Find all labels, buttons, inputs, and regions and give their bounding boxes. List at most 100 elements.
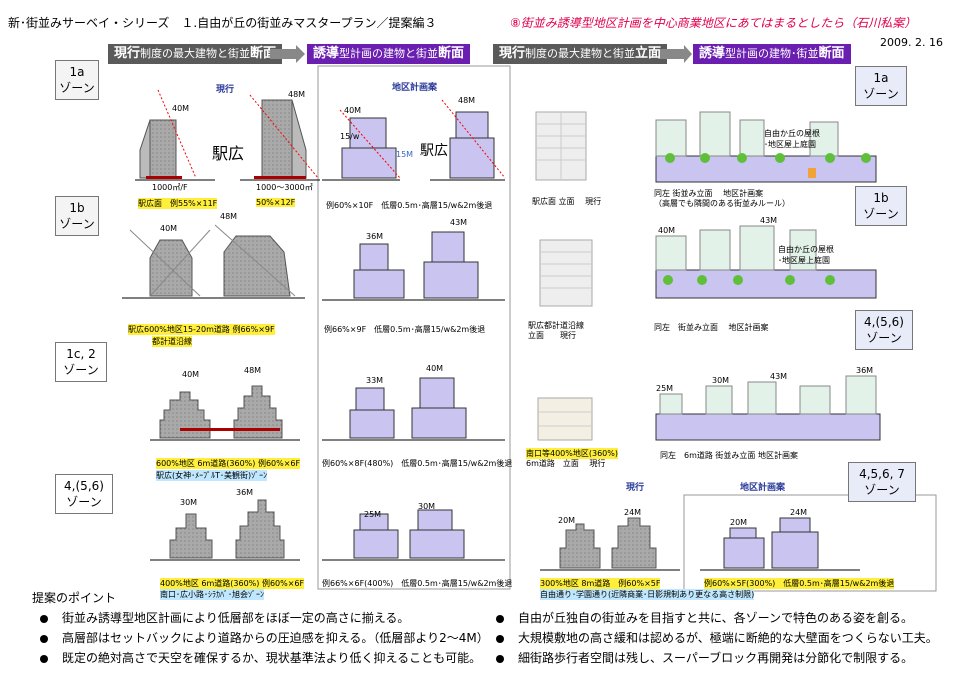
caption: 例60%×10F 低層0.5m･高層15/w&2m後退 (326, 201, 493, 210)
height-label: 30M (712, 376, 730, 385)
height-label: 40M (172, 104, 190, 113)
row-1b-current (122, 224, 305, 299)
caption: 例66%×6F(400%) 低層0.5m･高層15/w&2m後退 (322, 579, 513, 588)
row-4-guided (322, 509, 505, 561)
zone-4-right: 4,(5,6) ゾーン (855, 310, 913, 350)
height-label: 40M (658, 226, 676, 235)
elevation-current-1a (535, 111, 587, 181)
caption: 南口等400%地区(360%) (526, 448, 618, 459)
row-1c-current (150, 385, 300, 441)
caption: 同左 街並み立面 地区計画案 (654, 189, 764, 198)
row-1b-guided (322, 231, 505, 301)
station-plaza-label: 駅広 (212, 144, 245, 163)
elevation-guided-4 (655, 375, 881, 441)
row-1c-guided (322, 377, 505, 441)
caption: （高層でも隣間のある街並みルール） (654, 199, 790, 208)
height-label: 25M (364, 510, 382, 519)
area-label: 1000㎡/F (152, 183, 188, 192)
height-label: 36M (236, 488, 254, 497)
height-label: 36M (366, 232, 384, 241)
zone-1a-right: 1a ゾーン (855, 66, 907, 106)
height-label: 40M (344, 106, 362, 115)
height-label: 43M (760, 216, 778, 225)
point-right-3: 細街路歩行者空間は残し、スーパーブロック再開発は分節化で制限する。 (496, 649, 913, 666)
height-label: 48M (220, 212, 238, 221)
height-label: 24M (790, 508, 808, 517)
caption: 自由通り･学園通り(近隣商業･日影規制あり更なる高さ制限) (540, 589, 755, 600)
header-guided-section: 誘導型計画の建物と街並断面 (307, 44, 471, 64)
caption: 例66%×9F 低層0.5m･高層15/w&2m後退 (324, 325, 486, 334)
caption: 駅広600%地区15-20m道路 例66%×9F (128, 324, 275, 335)
point-right-1: 自由が丘独自の街並みを目指すと共に、各ゾーンで特色のある姿を創る。 (496, 609, 913, 626)
height-label: 24M (624, 508, 642, 517)
point-left-2: 高層部はセットバックにより道路からの圧迫感を抑える。（低層部より2～4M） (40, 629, 489, 646)
station-plaza-label-2: 駅広 (420, 143, 448, 159)
elevation-current-1c (537, 397, 593, 441)
zone-1b-right: 1b ゾーン (855, 186, 907, 226)
height-label: 30M (180, 498, 198, 507)
roof-garden-label-2: 自由か丘の屋根 ･地区屋上庭園 (778, 245, 834, 265)
point-left-1: 街並み誘導型地区計画により低層部をほぼ一定の高さに揃える。 (40, 609, 409, 626)
zone-1b-left: 1b ゾーン (55, 196, 99, 236)
height-label: 15/w (340, 132, 360, 141)
page-title: 新･街並みサーベイ・シリーズ １.自由が丘の街並みマスタープラン／提案編３ (8, 16, 437, 30)
height-label: 30M (418, 502, 436, 511)
height-label: 25M (656, 384, 674, 393)
caption: 立面 現行 (528, 331, 576, 340)
arrow-1 (270, 45, 305, 63)
caption: 50%×12F (256, 198, 296, 207)
height-label: 33M (366, 376, 384, 385)
header-guided-elevation: 誘導型計画の建物･街並断面 (693, 44, 851, 64)
page-subtitle: ⑧街並み誘導型地区計画を中心商業地区にあてはまるとしたら（石川私案） (510, 16, 917, 30)
row-1a-current (135, 89, 320, 181)
header-current-section: 現行制度の最大建物と街並断面 (108, 44, 283, 64)
roof-garden-label: 自由か丘の屋根 ･地区屋上庭園 (764, 129, 820, 149)
height-label: 48M (458, 96, 476, 105)
height-label: 20M (730, 518, 748, 527)
height-label: 40M (182, 370, 200, 379)
zone-1a-left: 1a ゾーン (55, 60, 99, 100)
caption: 600%地区 6m道路(360%) 例60%×6F (156, 458, 301, 469)
caption: 同左 6m道路 街並み立面 地区計画案 (660, 451, 798, 460)
elevation-current-1b (539, 239, 593, 307)
point-left-3: 既定の絶対高さで天空を確保するか、現状基準法より低く抑えることも可能。 (40, 649, 481, 666)
points-title: 提案のポイント (32, 591, 117, 605)
area-label: 1000～3000㎡ (256, 183, 313, 192)
col-head-plan-2: 地区計画案 (740, 483, 786, 493)
header-current-elevation: 現行制度の最大建物と街並立面 (493, 44, 668, 64)
zone-4-left: 4,(5,6) ゾーン (55, 474, 113, 514)
col-head-current-2: 現行 (626, 483, 645, 493)
height-label: 48M (244, 366, 262, 375)
row-1a-guided (322, 99, 506, 181)
height-label: 40M (426, 364, 444, 373)
caption: 駅広面 立面 現行 (532, 197, 602, 206)
height-label: 43M (450, 218, 468, 227)
row-4567-current (540, 517, 680, 571)
caption: 駅広面 例55%×11F (138, 198, 218, 209)
zone-4567-right: 4,5,6, 7 ゾーン (848, 462, 916, 502)
point-right-2: 大規模敷地の高さ緩和は認めるが、極端に断絶的な大壁面をつくらない工夫。 (496, 629, 938, 646)
caption: 駅広(女神･ﾒｰﾌﾟﾙT･美観街)ｿﾞｰﾝ (156, 470, 268, 481)
caption: 同左 街並み立面 地区計画案 (654, 323, 769, 332)
zone-1c-left: 1c, 2 ゾーン (55, 342, 107, 382)
date: 2009. 2. 16 (880, 36, 943, 49)
elevation-guided-1a (655, 111, 877, 183)
caption: 6m道路 立面 現行 (526, 459, 606, 468)
caption: 南口･広小路･ｼﾗｶﾊﾞ･旭会ｿﾞｰﾝ (160, 589, 264, 600)
height-label: 36M (856, 366, 874, 375)
elevation-guided-1b (655, 225, 877, 299)
height-label: 48M (288, 90, 306, 99)
height-label: 15M (396, 150, 414, 159)
row-4567-guided (700, 517, 860, 571)
arrow-2 (660, 45, 692, 63)
caption: 駅広都計道沿線 (528, 321, 584, 330)
caption: 300%地区 8m道路 例60%×5F (540, 578, 661, 589)
col-head-plan: 地区計画案 (392, 83, 438, 93)
caption: 400%地区 6m道路(360%) 例60%×6F (160, 578, 305, 589)
caption: 例60%×8F(480%) 低層0.5m･高層15/w&2m後退 (322, 459, 513, 468)
row-4-current (150, 499, 300, 561)
height-label: 43M (770, 372, 788, 381)
height-label: 20M (558, 516, 576, 525)
caption: 例60%×5F(300%) 低層0.5m･高層15/w&2m後退 (704, 578, 895, 589)
